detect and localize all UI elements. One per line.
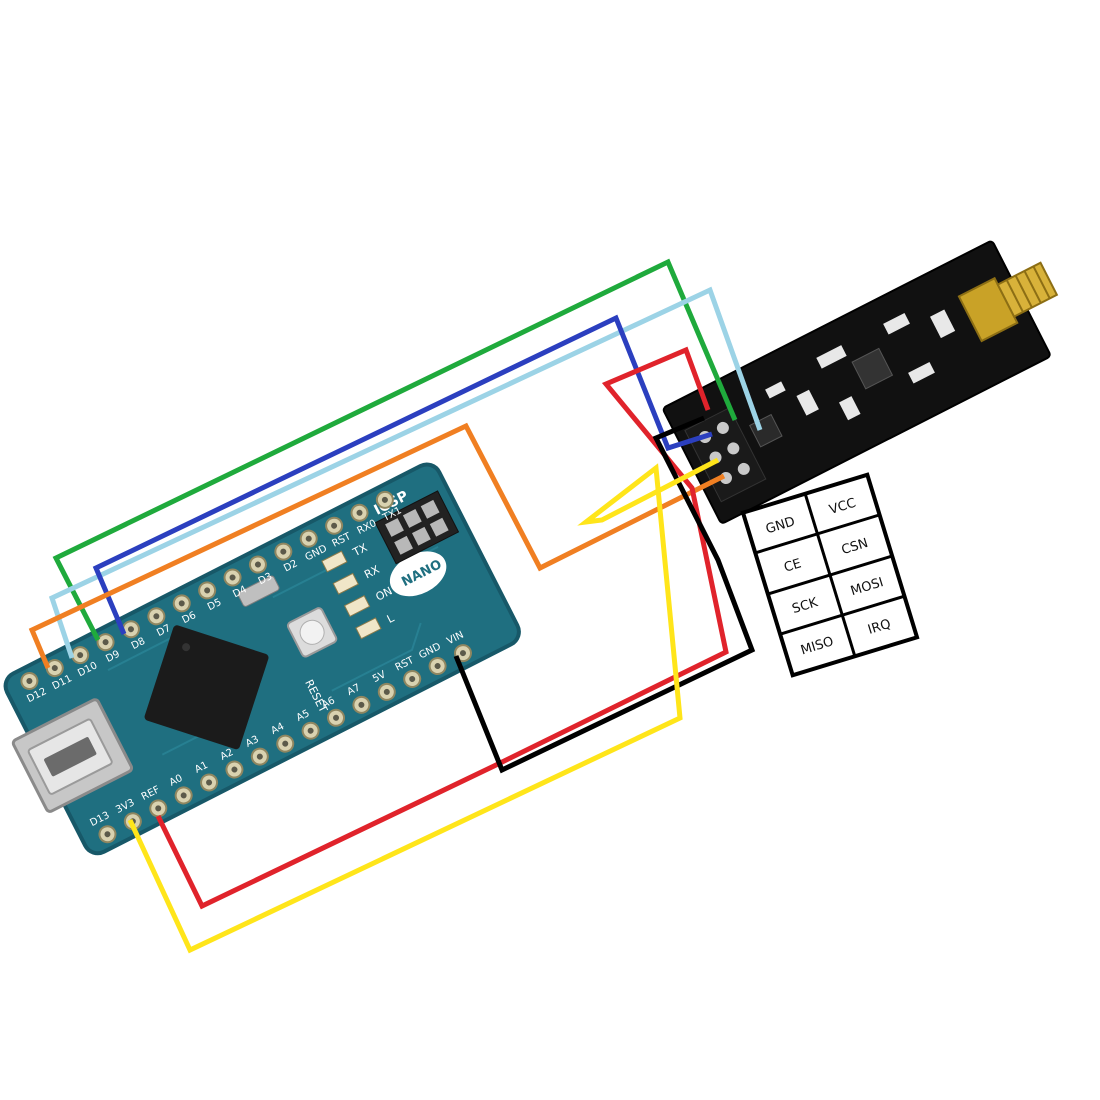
pin-label: A5 — [295, 708, 312, 724]
wire-green — [52, 258, 738, 642]
crystal — [237, 575, 280, 607]
pin-label: A7 — [346, 682, 363, 698]
pin-hole — [280, 548, 287, 555]
sma-antenna-connector — [957, 261, 1059, 343]
pin-hole — [229, 574, 236, 581]
wire-orange — [28, 422, 726, 669]
pin-hole — [127, 626, 134, 633]
nrf24l01-module — [662, 240, 1059, 524]
pin-hole — [104, 831, 111, 838]
pin-hole — [254, 561, 261, 568]
nrf-chip — [851, 347, 894, 390]
pin-label: A4 — [269, 721, 286, 737]
atmega-chip — [144, 625, 269, 750]
pin-hole — [459, 650, 466, 657]
led-label-rx: RX — [362, 563, 382, 582]
pin-label: A6 — [320, 695, 337, 711]
pin-label: A0 — [168, 773, 185, 789]
pin-hole — [180, 792, 187, 799]
led-label-tx: TX — [350, 541, 370, 560]
icsp-header — [374, 490, 460, 565]
pin-hole — [178, 600, 185, 607]
pin-hole — [206, 779, 213, 786]
pin-hole — [26, 677, 33, 684]
legend-cell-sck: SCK — [790, 595, 820, 617]
pin-hole — [383, 688, 390, 695]
pin-hole — [102, 639, 109, 646]
pin-hole — [331, 522, 338, 529]
pin-label: A2 — [219, 747, 236, 763]
pin-hole — [231, 766, 238, 773]
wire-yellow — [127, 457, 720, 954]
pin-hole — [51, 665, 58, 672]
legend-cell-ce: CE — [782, 556, 803, 575]
pin-hole — [358, 701, 365, 708]
pin-hole — [155, 805, 162, 812]
pin-hole — [333, 714, 340, 721]
nano-logo — [389, 551, 447, 597]
pin-hole — [409, 675, 416, 682]
pin-hole — [282, 740, 289, 747]
pin-hole — [77, 652, 84, 659]
wire-black — [453, 415, 756, 774]
pin-hole — [153, 613, 160, 620]
pin-hole — [356, 509, 363, 516]
pin-hole — [381, 496, 388, 503]
pin-hole — [256, 753, 263, 760]
wire-blue — [92, 314, 713, 635]
pin-label: 5V — [371, 669, 388, 685]
wire-red — [155, 346, 729, 910]
wires — [28, 258, 763, 954]
wire-light-blue — [48, 286, 763, 659]
nrf-components — [765, 309, 956, 421]
legend-cell-irq: IRQ — [866, 617, 892, 638]
pin-hole — [204, 587, 211, 594]
pin-hole — [434, 663, 441, 670]
pin-hole — [305, 535, 312, 542]
pin-label: A3 — [244, 734, 261, 750]
usb-mini-connector — [11, 698, 134, 813]
nrf24l01-pinout-legend: GND VCC CE CSN SCK MOSI MISO IRQ — [740, 472, 920, 678]
pin-hole — [307, 727, 314, 734]
status-leds — [321, 550, 382, 640]
arduino-nano-board: RESET TX RX ON L NANO ICSP D12D11D10D9D8… — [3, 462, 521, 856]
reset-button — [286, 607, 338, 658]
pin-label: A1 — [193, 760, 210, 776]
